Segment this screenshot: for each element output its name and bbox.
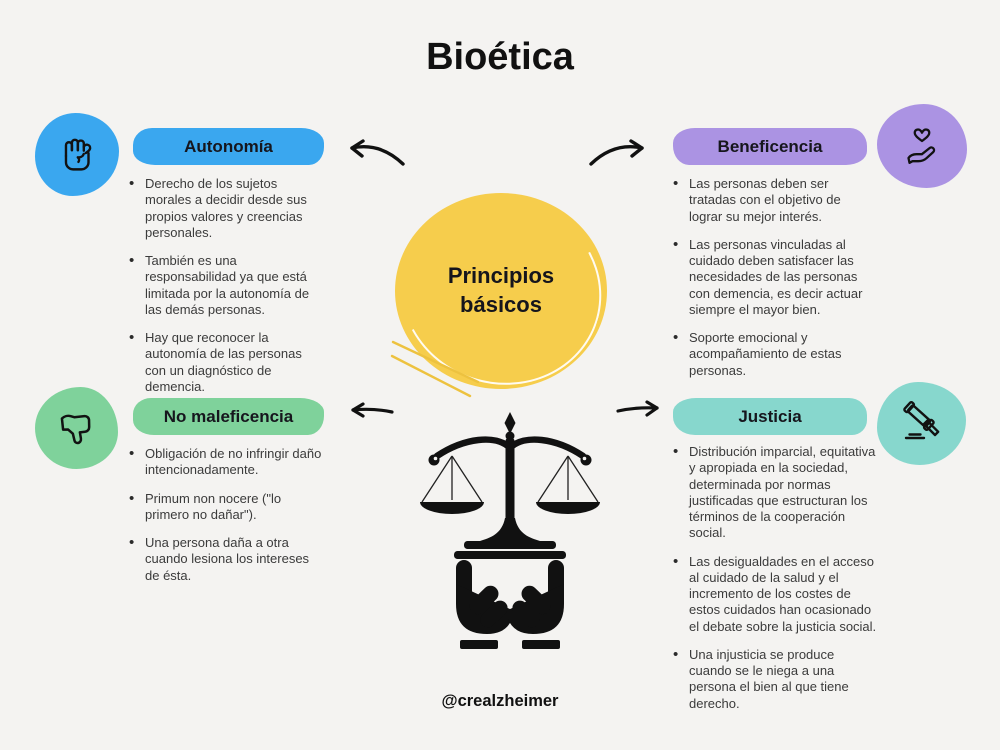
bullet-item: Primum non nocere ("lo primero no dañar"…	[128, 490, 326, 524]
fist-icon	[64, 138, 92, 171]
autonomia-heading-label: Autonomía	[184, 136, 273, 156]
bullet-item: Las personas deben ser tratadas con el o…	[672, 175, 868, 225]
arrow-to-no-maleficencia-icon	[351, 402, 394, 418]
arrow-to-justicia-icon	[616, 400, 659, 417]
bullet-item: Una persona daña a otra cuando lesiona l…	[128, 534, 326, 584]
bullet-item: Distribución imparcial, equitativa y apr…	[672, 443, 877, 542]
arrow-to-beneficencia-icon	[589, 139, 644, 166]
no-maleficencia-icon-blob	[35, 387, 118, 469]
bullet-item: Las personas vinculadas al cuidado deben…	[672, 236, 868, 318]
bullet-item: Obligación de no infringir daño intencio…	[128, 445, 326, 479]
bullet-item: Las desigualdades en el acceso al cuidad…	[672, 552, 877, 635]
arrow-to-autonomia-icon	[350, 139, 405, 166]
heart-hand-icon	[907, 128, 936, 164]
no-maleficencia-bullet-list: Obligación de no infringir daño intencio…	[128, 445, 326, 596]
beneficencia-icon-blob	[877, 104, 967, 188]
beneficencia-bullet-list: Las personas deben ser tratadas con el o…	[672, 175, 868, 391]
beneficencia-heading-pill: Beneficencia	[673, 128, 867, 165]
central-topic-label: Principios básicos	[447, 263, 555, 317]
page-title: Bioética	[426, 36, 574, 78]
thumbs-down-icon	[60, 414, 90, 445]
bullet-item: Hay que reconocer la autonomía de las pe…	[128, 329, 320, 395]
credit-handle: @crealzheimer	[441, 692, 559, 710]
autonomia-heading-pill: Autonomía	[133, 128, 324, 165]
scribble-lines-icon	[390, 340, 480, 398]
justicia-heading-pill: Justicia	[673, 398, 867, 435]
justice-scale-hands-icon	[420, 412, 600, 649]
no-maleficencia-heading-label: No maleficencia	[163, 406, 294, 426]
justicia-icon-blob	[877, 382, 966, 465]
bullet-item: Derecho de los sujetos morales a decidir…	[128, 175, 320, 241]
central-topic-circle: Principios básicos	[395, 193, 607, 389]
beneficencia-heading-label: Beneficencia	[717, 136, 823, 156]
no-maleficencia-heading-pill: No maleficencia	[133, 398, 324, 435]
bullet-item: Una injusticia se produce cuando se le n…	[672, 646, 877, 712]
autonomia-icon-blob	[35, 113, 119, 196]
justicia-bullet-list: Distribución imparcial, equitativa y apr…	[672, 443, 877, 724]
bullet-item: Soporte emocional y acompañamiento de es…	[672, 329, 868, 379]
autonomia-bullet-list: Derecho de los sujetos morales a decidir…	[128, 175, 320, 407]
bullet-item: También es una responsabilidad ya que es…	[128, 252, 320, 318]
gavel-icon	[902, 400, 939, 439]
justicia-heading-label: Justicia	[738, 406, 802, 426]
